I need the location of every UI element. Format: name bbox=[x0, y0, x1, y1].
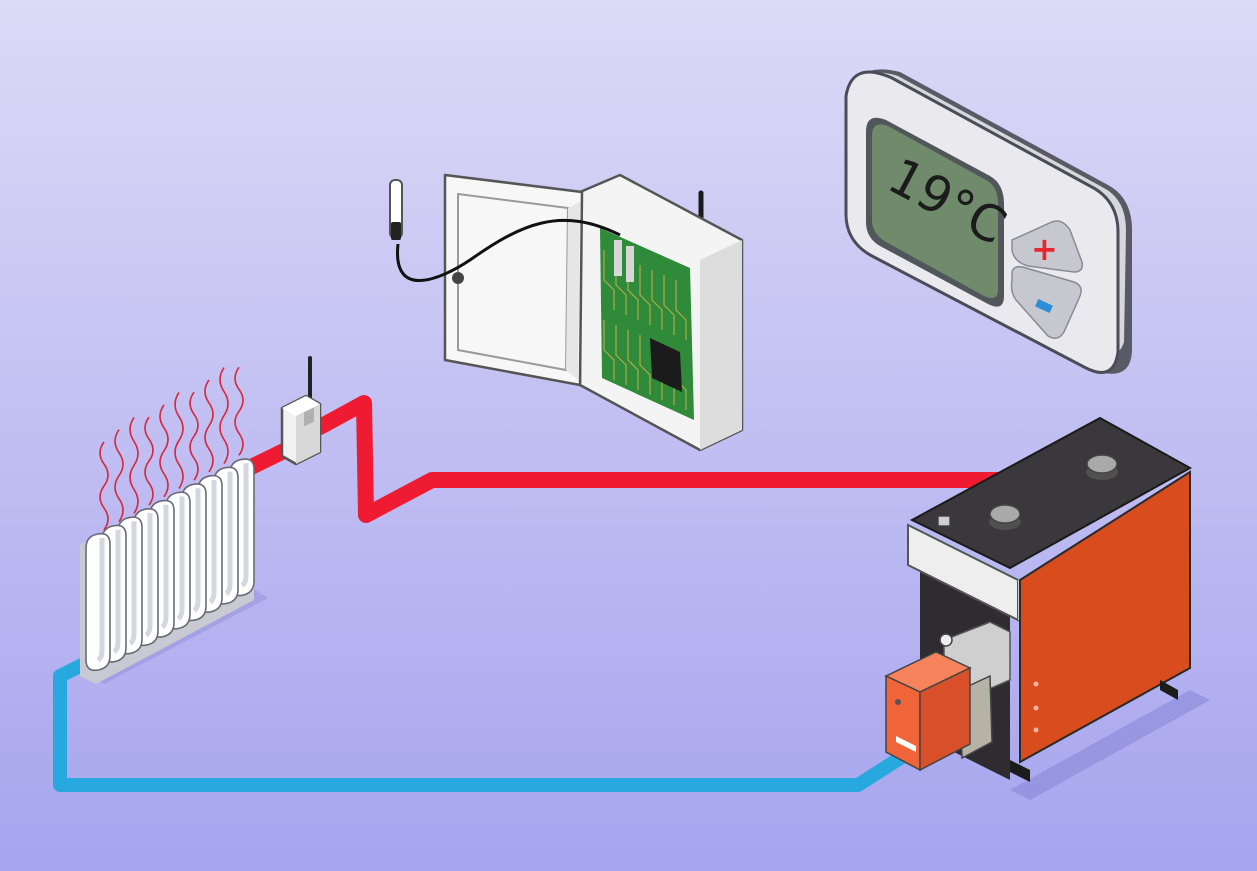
minus-icon bbox=[1035, 298, 1053, 314]
burner bbox=[884, 651, 993, 772]
pcb-trace bbox=[615, 325, 627, 385]
heat-wave bbox=[159, 404, 169, 498]
microchip bbox=[650, 338, 682, 392]
supply-pipe bbox=[237, 395, 1018, 523]
heat-wave bbox=[234, 366, 244, 456]
pcb-trace bbox=[639, 265, 651, 325]
heat-wave bbox=[99, 441, 109, 531]
heat-wave bbox=[129, 416, 139, 514]
thermostat-display bbox=[872, 124, 998, 298]
return-pipe bbox=[53, 653, 912, 792]
control-box bbox=[389, 173, 744, 452]
relay bbox=[626, 246, 634, 282]
increase-button[interactable]: + bbox=[1011, 220, 1084, 273]
pcb-trace bbox=[603, 320, 615, 380]
relay bbox=[614, 240, 622, 276]
decrease-button[interactable] bbox=[1010, 265, 1082, 339]
plus-icon: + bbox=[1031, 230, 1058, 268]
heat-wave bbox=[174, 392, 184, 489]
pcb-trace bbox=[651, 270, 663, 330]
boiler-cap bbox=[1086, 454, 1118, 480]
radiator-fin bbox=[85, 532, 111, 672]
control-box-door bbox=[443, 173, 584, 387]
pcb-trace bbox=[639, 335, 651, 395]
pcb-trace bbox=[663, 275, 675, 335]
heat-wave bbox=[219, 367, 229, 465]
boiler-cap bbox=[989, 504, 1021, 530]
pressure-gauge-icon bbox=[939, 633, 953, 647]
heat-wave bbox=[189, 391, 199, 481]
thermostat: 19°C + bbox=[844, 69, 1132, 374]
heat-wave bbox=[144, 416, 154, 506]
pcb-trace bbox=[675, 280, 687, 340]
pcb-trace bbox=[603, 250, 615, 310]
heat-waves bbox=[99, 366, 244, 531]
wireless-valve-actuator bbox=[280, 356, 322, 466]
door-lock-icon bbox=[452, 272, 464, 284]
radiator bbox=[80, 366, 268, 684]
heat-wave bbox=[204, 379, 214, 473]
pcb-trace bbox=[627, 330, 639, 390]
heat-wave bbox=[114, 429, 124, 523]
